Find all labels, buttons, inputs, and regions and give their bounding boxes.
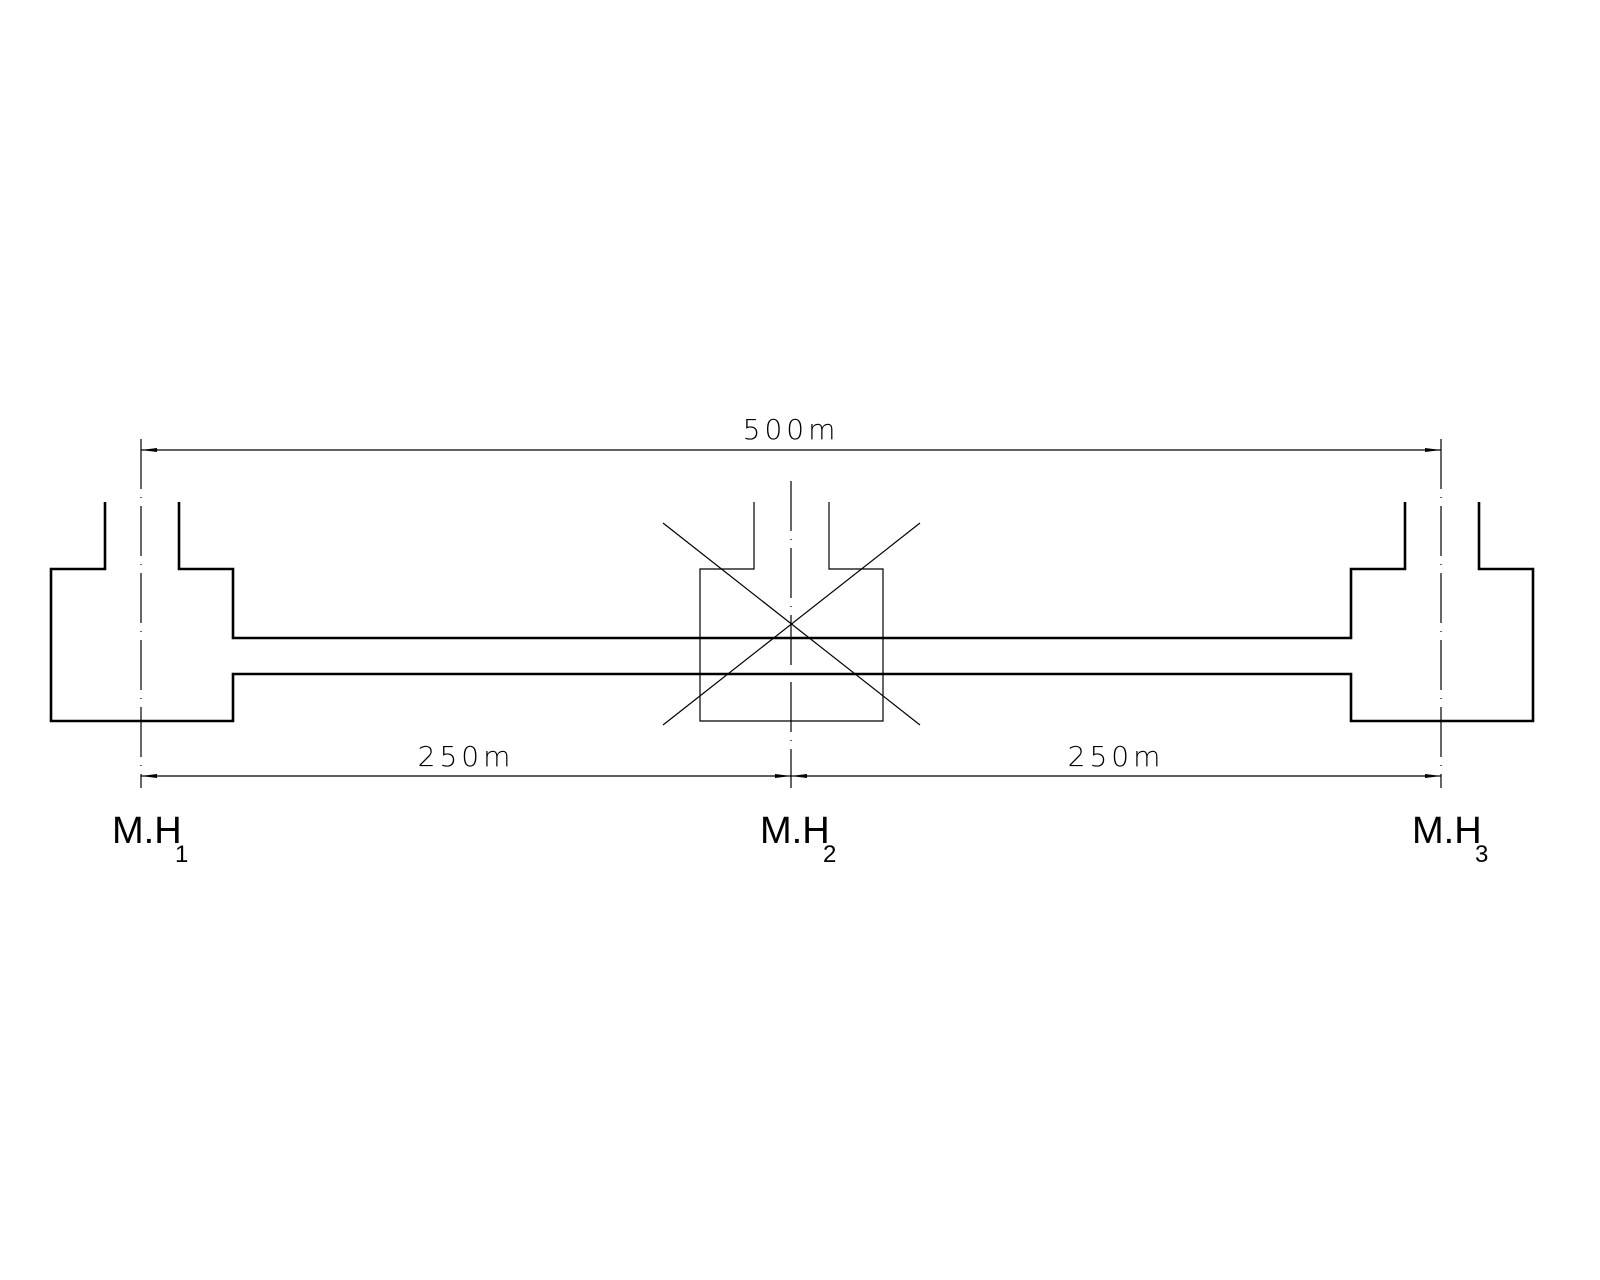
manhole-label-1-sub: 1 bbox=[175, 841, 188, 868]
dimension-total-label: 500m bbox=[743, 413, 840, 446]
dimension-left-label: 250m bbox=[418, 740, 515, 773]
manhole-1-outline bbox=[49, 502, 1535, 723]
manhole-label-3-sub: 3 bbox=[1475, 841, 1488, 868]
manhole-label-2: M.H bbox=[760, 810, 830, 852]
manhole-label-3: M.H bbox=[1412, 810, 1482, 852]
manhole-label-2-sub: 2 bbox=[823, 841, 836, 868]
manhole-label-1: M.H bbox=[112, 810, 182, 852]
dimension-right-label: 250m bbox=[1068, 740, 1165, 773]
manhole-1-neck-right bbox=[177, 502, 1407, 640]
